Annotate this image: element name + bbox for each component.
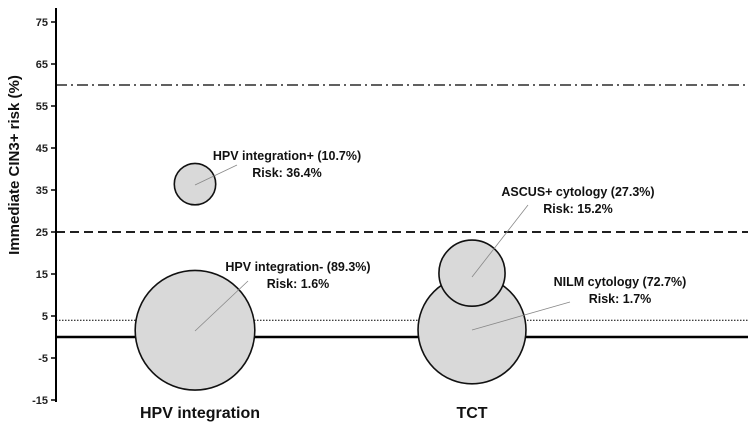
leader-line	[194, 280, 249, 332]
y-tick-label: 25	[36, 227, 48, 239]
bubbles-group	[134, 162, 527, 391]
bubble-risk-label: Risk: 1.7%	[589, 292, 652, 306]
y-tick-label: -5	[38, 353, 48, 365]
y-tick-label: 75	[36, 17, 48, 29]
group-label-hpv-integration: HPV integration	[140, 405, 260, 422]
y-axis-label: Immediate CIN3+ risk (%)	[6, 75, 23, 255]
group-label-tct: TCT	[456, 405, 487, 422]
bubble-label: ASCUS+ cytology (27.3%)	[501, 185, 654, 199]
y-tick-label: 35	[36, 185, 48, 197]
bubble-label: HPV integration+ (10.7%)	[213, 149, 361, 163]
bubble-1	[173, 162, 217, 206]
y-tick-label: -15	[32, 395, 48, 407]
y-tick-label: 5	[42, 311, 48, 323]
leader-line	[194, 164, 238, 186]
bubble-risk-label: Risk: 36.4%	[252, 166, 321, 180]
leader-line	[471, 204, 529, 278]
bubble-risk-label: Risk: 1.6%	[267, 277, 330, 291]
y-tick-label: 45	[36, 143, 48, 155]
leader-line	[471, 301, 571, 331]
leader-lines	[194, 164, 571, 332]
y-ticks: 75 65 55 45 35 25 15 5 -5 -15	[32, 17, 56, 407]
annotations: HPV integration+ (10.7%) Risk: 36.4% HPV i…	[213, 149, 686, 306]
y-tick-label: 55	[36, 101, 48, 113]
y-tick-label: 15	[36, 269, 48, 281]
bubble-3	[438, 239, 506, 308]
bubble-2	[134, 269, 256, 391]
bubble-risk-label: Risk: 15.2%	[543, 202, 612, 216]
bubble-label: HPV integration- (89.3%)	[225, 260, 370, 274]
bubble-label: NILM cytology (72.7%)	[554, 275, 687, 289]
y-tick-label: 65	[36, 59, 48, 71]
